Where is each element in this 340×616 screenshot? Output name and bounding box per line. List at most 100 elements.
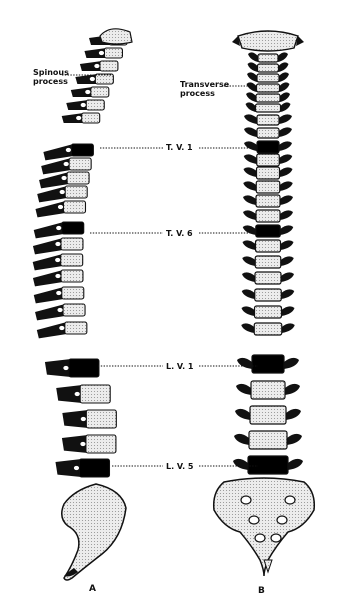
vertebra-body: [63, 304, 85, 316]
transverse-process: [281, 256, 294, 266]
transverse-process: [280, 167, 293, 177]
posterior-vertebra: [244, 154, 293, 166]
transverse-process: [286, 409, 301, 420]
transverse-process: [280, 181, 293, 191]
transverse-process: [282, 306, 295, 316]
lateral-vertebra: [34, 287, 84, 303]
articular-facet: [63, 162, 69, 167]
lateral-vertebra: [35, 201, 85, 217]
vertebra-body: [61, 238, 83, 250]
transverse-process: [247, 82, 257, 92]
transverse-process: [246, 92, 256, 102]
articular-facet: [57, 205, 63, 210]
vertebra-body: [256, 181, 280, 193]
tv6-label: T. V. 6: [164, 229, 195, 239]
vertebra-body: [249, 431, 287, 449]
transverse-process: [246, 102, 256, 112]
posterior-vertebra: [242, 272, 294, 284]
vertebra-body: [251, 381, 285, 399]
transverse-process: [244, 127, 257, 137]
transverse-process: [243, 210, 256, 220]
transverse-process: [280, 92, 290, 102]
articular-facet: [56, 226, 62, 231]
articular-facet: [98, 51, 104, 56]
posterior-vertebra: [233, 456, 303, 474]
vertebra-body: [82, 113, 100, 123]
lv5-label: L. V. 5: [164, 462, 195, 472]
vertebra-body: [86, 100, 104, 110]
transverse-process: [279, 141, 292, 151]
transverse-process: [242, 272, 255, 282]
posterior-vertebra: [244, 141, 292, 153]
transverse-process: [243, 195, 256, 205]
transverse-process: [241, 323, 254, 333]
articular-facet: [85, 90, 91, 95]
sacrum-lateral: [62, 484, 126, 580]
lv1-label: L. V. 1: [164, 362, 195, 372]
transverse-label-line1: Transverse: [180, 80, 229, 89]
lateral-vertebra: [37, 322, 87, 338]
transverse-process: [242, 289, 255, 299]
vertebra-body: [255, 306, 282, 318]
vertebra-body: [86, 435, 116, 453]
transverse-process-label: Transverse process: [180, 80, 229, 98]
posterior-vertebra: [242, 306, 295, 318]
vertebra-body: [257, 167, 280, 179]
lateral-vertebra: [84, 48, 122, 58]
posterior-vertebra: [242, 256, 294, 268]
vertebra-body: [256, 195, 280, 207]
posterior-vertebra: [247, 72, 289, 82]
transverse-process: [280, 195, 293, 205]
vertebra-body: [258, 54, 278, 62]
articular-facet: [59, 190, 65, 195]
lateral-vertebra: [55, 459, 109, 477]
lateral-vertebra: [35, 304, 85, 320]
spinous-label-line1: Spinous: [33, 68, 69, 77]
transverse-process: [233, 459, 248, 470]
vertebra-body: [254, 323, 282, 335]
transverse-process: [284, 358, 299, 369]
posterior-vertebra: [243, 210, 293, 222]
vertebra-body: [256, 210, 280, 222]
posterior-vertebra: [243, 240, 294, 252]
vertebra-body: [67, 172, 89, 184]
lateral-vertebra: [66, 100, 104, 110]
sacral-foramen: [249, 516, 259, 524]
posterior-vertebra: [243, 181, 293, 193]
transverse-process: [242, 256, 255, 266]
posterior-vertebra: [236, 381, 300, 399]
vertebra-body: [62, 287, 84, 299]
transverse-process: [279, 114, 292, 124]
vertebra-body: [104, 48, 122, 58]
lateral-vertebra: [33, 238, 83, 254]
posterior-vertebra: [246, 102, 291, 112]
posterior-vertebra: [232, 31, 304, 51]
articular-facet: [63, 366, 69, 371]
transverse-process: [244, 154, 257, 164]
articular-facet: [76, 116, 82, 121]
transverse-process: [280, 225, 293, 235]
vertebra-body: [257, 128, 279, 138]
vertebra-body: [256, 240, 281, 252]
transverse-process: [242, 306, 255, 316]
lateral-vertebra: [62, 113, 100, 123]
lateral-vertebra: [45, 359, 99, 377]
atlas-lateral: [100, 29, 132, 44]
transverse-process: [234, 434, 249, 445]
articular-facet: [80, 103, 86, 108]
posterior-vertebra: [235, 406, 301, 424]
vertebra-body: [255, 272, 281, 284]
transverse-process: [235, 409, 250, 420]
vertebra-body: [69, 158, 91, 170]
transverse-process: [237, 358, 252, 369]
transverse-process: [244, 141, 257, 151]
tv1-label: T. V. 1: [164, 143, 195, 153]
vertebra-body: [257, 84, 280, 92]
lateral-vertebra: [33, 254, 83, 270]
transverse-label-line2: process: [180, 89, 229, 98]
posterior-vertebra: [244, 167, 293, 179]
transverse-process: [282, 323, 295, 333]
vertebra-body: [80, 385, 110, 403]
vertebra-body: [86, 410, 116, 428]
